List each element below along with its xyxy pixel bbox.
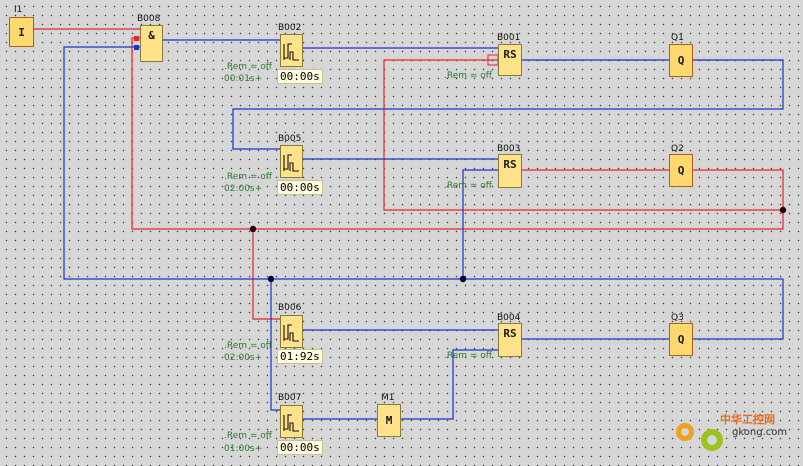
- wire-m1-b004[interactable]: [401, 349, 498, 420]
- input-i1-block[interactable]: I: [9, 17, 34, 47]
- junction-red-2: [779, 206, 787, 214]
- b002-label: B002: [278, 23, 302, 33]
- b004-label: B004: [497, 313, 521, 323]
- b005-time: 00:00s: [277, 180, 323, 195]
- b006-time: 01:92s: [277, 349, 323, 364]
- b002-param: 00:01s+: [224, 74, 263, 84]
- b007-param: 01:00s+: [224, 444, 263, 454]
- b007-label: B007: [278, 393, 302, 403]
- wire-b006-in[interactable]: [252, 229, 280, 320]
- timer-b006[interactable]: [280, 315, 303, 348]
- b005-label: B005: [278, 134, 302, 144]
- b006-rem: .Rem = off: [224, 341, 272, 351]
- wire-b001-reset-loop[interactable]: [383, 59, 783, 211]
- timer-b005[interactable]: [280, 145, 303, 178]
- junction-red-1: [249, 225, 257, 233]
- junction-blue-2: [459, 275, 467, 283]
- wire-main-bus[interactable]: [63, 46, 784, 340]
- b006-label: B006: [278, 303, 302, 313]
- red-wires: [34, 28, 784, 320]
- b008-label: B008: [137, 14, 161, 24]
- pulse-timer-icon: [283, 153, 299, 172]
- junction-blue-1: [267, 275, 275, 283]
- gkong-logo: [676, 423, 723, 451]
- wire-q1-loop[interactable]: [232, 59, 784, 150]
- output-q1-block[interactable]: Q: [669, 44, 693, 77]
- watermark-url: gkong.com: [732, 427, 788, 438]
- output-q2-block[interactable]: Q: [669, 154, 693, 187]
- b001-rem: .Rem = off: [444, 71, 492, 81]
- b008-input-pin-2: [134, 45, 139, 50]
- rs-relay-b003[interactable]: RS: [498, 154, 522, 188]
- b008-input-pin-1: [134, 36, 139, 41]
- b007-time: 00:00s: [277, 440, 323, 455]
- b003-label: B003: [497, 144, 521, 154]
- timer-b002[interactable]: [280, 34, 303, 67]
- timer-b007[interactable]: [280, 405, 303, 438]
- i1-label: I1: [14, 5, 23, 15]
- pulse-timer-icon: [283, 323, 299, 342]
- pulse-timer-icon: [283, 413, 299, 432]
- marker-m1-block[interactable]: M: [377, 404, 401, 437]
- pulse-timer-icon: [283, 42, 299, 61]
- b003-rem: .Rem = off: [444, 181, 492, 191]
- b005-rem: .Rem = off: [224, 172, 272, 182]
- q2-label: Q2: [671, 144, 684, 154]
- b002-time: 00:00s: [277, 69, 323, 84]
- output-q3-block[interactable]: Q: [669, 323, 693, 356]
- b006-param: 02:00s+: [224, 353, 263, 363]
- q3-label: Q3: [671, 313, 684, 323]
- b005-param: 02:00s+: [224, 184, 263, 194]
- b004-rem: .Rem = off: [444, 351, 492, 361]
- b001-label: B001: [497, 33, 521, 43]
- watermark-title: 中华工控网: [720, 413, 775, 426]
- wire-b008-feedback[interactable]: [131, 37, 784, 230]
- wire-b003-reset[interactable]: [462, 169, 498, 279]
- blue-wires: [63, 39, 784, 420]
- wire-b007-in[interactable]: [270, 279, 280, 411]
- and-gate-b008[interactable]: &: [140, 25, 163, 62]
- m1-label: M1: [381, 393, 395, 403]
- rs-relay-b001[interactable]: RS: [498, 44, 522, 76]
- b002-rem: .Rem = off: [224, 62, 272, 72]
- rs-relay-b004[interactable]: RS: [498, 323, 522, 357]
- q1-label: Q1: [671, 33, 684, 43]
- b007-rem: .Rem = off: [224, 431, 272, 441]
